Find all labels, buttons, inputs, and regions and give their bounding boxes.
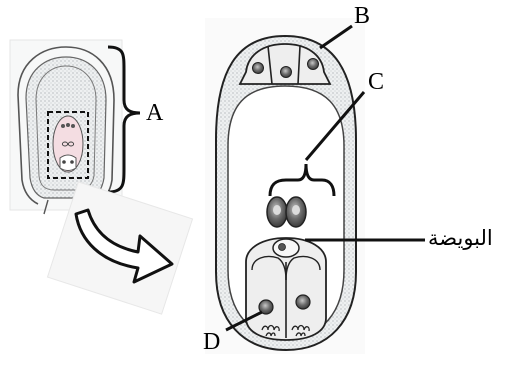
label-D: D — [203, 330, 220, 354]
label-A: A — [146, 101, 163, 125]
label-egg: البويضة — [428, 226, 512, 250]
label-B: B — [354, 4, 370, 28]
ovule-small — [10, 40, 122, 214]
embryo-sac-large — [205, 18, 365, 354]
label-C: C — [368, 70, 384, 94]
